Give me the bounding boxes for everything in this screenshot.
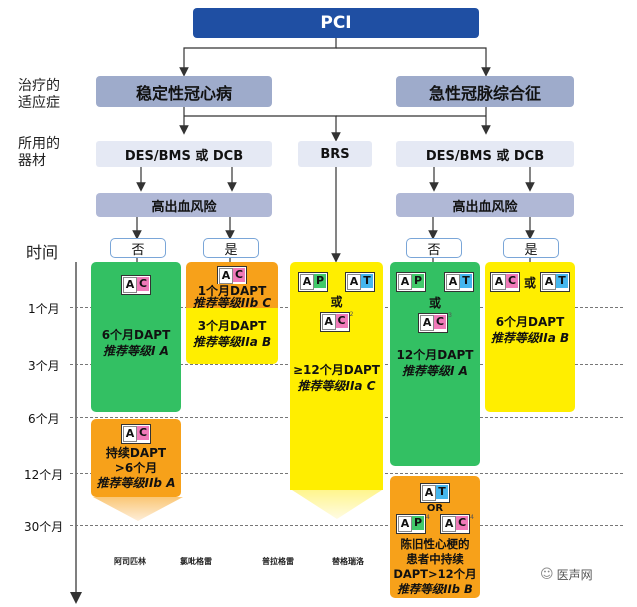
gridline-30m (70, 525, 623, 526)
device-label: 所用的器材 (18, 136, 60, 169)
scad-yes: 是 (203, 238, 259, 258)
acs-no: 否 (406, 238, 462, 258)
legend-aspirin: 阿司匹林 (114, 557, 146, 566)
bleeding-risk-scad: 高出血风险 (96, 193, 272, 217)
acs-category: 急性冠脉综合征 (396, 76, 574, 107)
indication-label: 治疗的适应症 (18, 78, 60, 111)
watermark: ☺ 医声网 (540, 567, 593, 582)
or-label: 或 (330, 295, 343, 309)
legend-prasugrel: 普拉格雷 (262, 557, 294, 566)
scad-no: 否 (110, 238, 166, 258)
time-30-month: 30个月 (24, 520, 64, 534)
or-label-en: OR (426, 502, 444, 514)
device-brs: BRS (298, 141, 372, 167)
time-1-month: 1个月 (28, 302, 60, 316)
legend-clopidogrel: 氯吡格雷 (180, 557, 212, 566)
bleeding-risk-acs: 高出血风险 (396, 193, 574, 217)
device-acs: DES/BMS 或 DCB (396, 141, 574, 167)
or-label: 或 (428, 296, 441, 310)
pci-title: PCI (193, 8, 479, 38)
time-label: 时间 (26, 243, 59, 262)
scad-yes-1m-box: 1个月DAPT 推荐等级IIb C (186, 284, 278, 309)
stable-cad-category: 稳定性冠心病 (96, 76, 272, 107)
time-12-month: 12个月 (24, 468, 64, 482)
scad-yes-3m-box: 3个月DAPT 推荐等级IIa B (186, 308, 278, 364)
device-scad: DES/BMS 或 DCB (96, 141, 272, 167)
legend-ticagrelor: 替格瑞洛 (332, 557, 364, 566)
time-6-month: 6个月 (28, 412, 60, 426)
acs-yes: 是 (503, 238, 559, 258)
wechat-icon: ☺ (540, 567, 554, 582)
or-label: 或 (523, 275, 536, 290)
time-3-month: 3个月 (28, 359, 60, 373)
